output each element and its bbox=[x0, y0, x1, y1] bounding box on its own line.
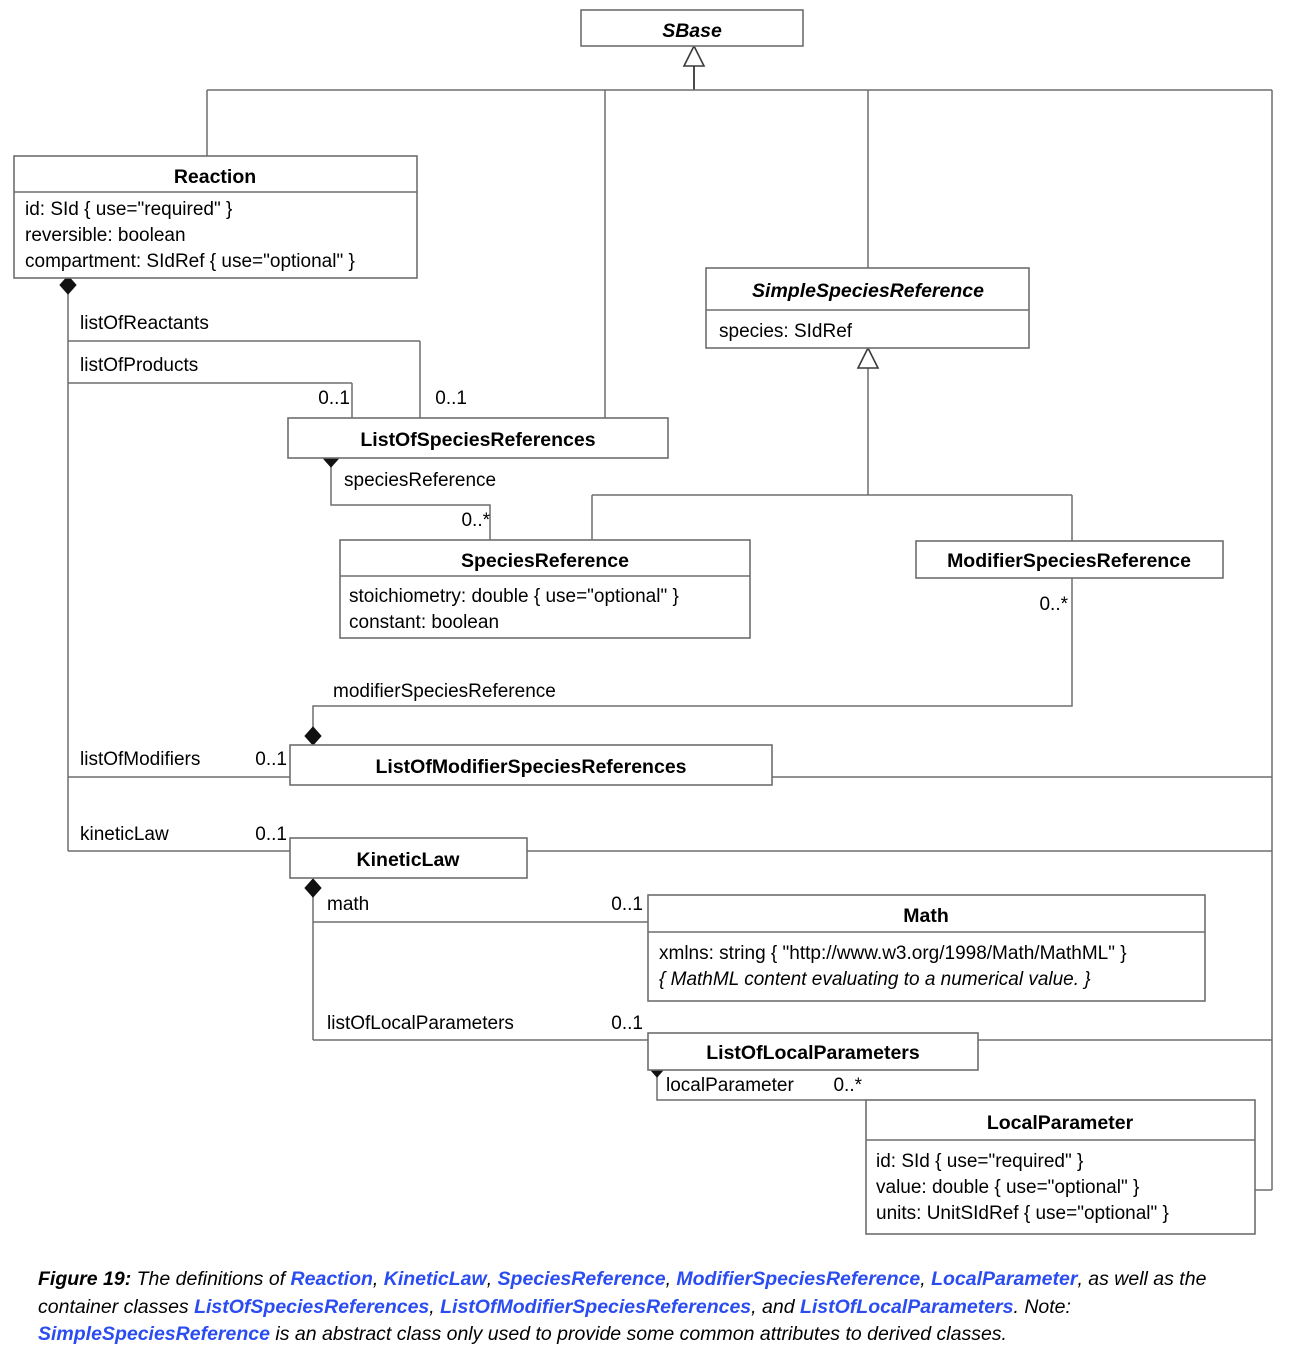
class-title-reaction: Reaction bbox=[174, 166, 256, 188]
multiplicity-speciesreference: 0..* bbox=[461, 510, 490, 531]
class-title-simplespeciesreference: SimpleSpeciesReference bbox=[752, 280, 984, 302]
role-localparameter: localParameter bbox=[666, 1075, 794, 1096]
multiplicity-listofmodifiers: 0..1 bbox=[255, 749, 287, 770]
attribute-lp-value: value: double { use="optional" } bbox=[876, 1177, 1139, 1198]
attribute-reaction-reversible: reversible: boolean bbox=[25, 225, 186, 246]
class-title-listofmodifierspeciesreferences: ListOfModifierSpeciesReferences bbox=[375, 756, 686, 778]
class-box-reaction[interactable]: Reaction id: SId { use="required" } reve… bbox=[13, 155, 418, 279]
caption-ref-listofmodifierspeciesreferences: ListOfModifierSpeciesReferences bbox=[440, 1295, 752, 1318]
caption-ref-modifierspeciesreference: ModifierSpeciesReference bbox=[676, 1268, 921, 1290]
caption-ref-localparameter: LocalParameter bbox=[931, 1268, 1078, 1290]
multiplicity-math: 0..1 bbox=[611, 894, 643, 915]
caption-text-1: The definitions of bbox=[136, 1268, 291, 1290]
attribute-reaction-id: id: SId { use="required" } bbox=[25, 199, 232, 220]
attribute-ssr-species: species: SIdRef bbox=[719, 321, 853, 342]
caption-and: and bbox=[762, 1295, 795, 1318]
attribute-reaction-compartment: compartment: SIdRef { use="optional" } bbox=[25, 251, 355, 272]
generalization-simplespeciesreference bbox=[591, 346, 1073, 541]
class-title-math: Math bbox=[903, 905, 949, 927]
caption-comma-1: , bbox=[372, 1268, 379, 1290]
caption-ref-listofspeciesreferences: ListOfSpeciesReferences bbox=[194, 1295, 430, 1318]
attribute-lp-units: units: UnitSIdRef { use="optional" } bbox=[876, 1203, 1169, 1224]
caption-note-text: is an abstract class only used to provid… bbox=[269, 1323, 1007, 1346]
role-speciesreference: speciesReference bbox=[344, 470, 496, 491]
caption-comma-2: , bbox=[486, 1268, 493, 1290]
class-box-modifierspeciesreference[interactable]: ModifierSpeciesReference bbox=[915, 540, 1224, 579]
association-labels: listOfReactants 0..1 listOfProducts 0..1… bbox=[80, 313, 1069, 1096]
caption-comma-5: , bbox=[429, 1295, 435, 1318]
role-modifierspeciesreference: modifierSpeciesReference bbox=[333, 681, 556, 702]
multiplicity-listoflocalparameters: 0..1 bbox=[611, 1013, 643, 1034]
figure-caption: Figure 19: The definitions of Reaction, … bbox=[38, 1266, 1263, 1349]
figure-label: Figure 19: bbox=[38, 1268, 132, 1290]
role-listofreactants: listOfReactants bbox=[80, 313, 209, 334]
multiplicity-listofproducts: 0..1 bbox=[435, 388, 467, 409]
role-listofmodifiers: listOfModifiers bbox=[80, 749, 200, 770]
caption-comma-4: , bbox=[920, 1268, 926, 1290]
class-title-modifierspeciesreference: ModifierSpeciesReference bbox=[947, 550, 1191, 572]
class-box-simplespeciesreference[interactable]: SimpleSpeciesReference species: SIdRef bbox=[705, 267, 1030, 349]
caption-comma-6: , bbox=[751, 1295, 757, 1318]
attribute-lp-id: id: SId { use="required" } bbox=[876, 1151, 1083, 1172]
class-title-sbase: SBase bbox=[662, 20, 722, 42]
class-title-listoflocalparameters: ListOfLocalParameters bbox=[706, 1042, 920, 1064]
class-box-kineticlaw[interactable]: KineticLaw bbox=[289, 837, 528, 879]
class-title-localparameter: LocalParameter bbox=[987, 1112, 1134, 1134]
caption-ref-simplespeciesreference: SimpleSpeciesReference bbox=[38, 1323, 270, 1346]
role-listoflocalparameters: listOfLocalParameters bbox=[327, 1013, 514, 1034]
multiplicity-localparameter: 0..* bbox=[833, 1075, 862, 1096]
attribute-math-xmlns: xmlns: string { "http://www.w3.org/1998/… bbox=[659, 943, 1127, 964]
class-box-math[interactable]: Math xmlns: string { "http://www.w3.org/… bbox=[647, 894, 1206, 1002]
class-box-listoflocalparameters[interactable]: ListOfLocalParameters bbox=[647, 1032, 979, 1071]
caption-period-1: . bbox=[1013, 1295, 1019, 1318]
class-title-listofspeciesreferences: ListOfSpeciesReferences bbox=[360, 429, 595, 451]
caption-note-label: Note: bbox=[1024, 1295, 1071, 1318]
class-box-sbase[interactable]: SBase bbox=[580, 9, 804, 47]
modifierspeciesreference-edge bbox=[304, 578, 1073, 746]
multiplicity-modifierspeciesreference: 0..* bbox=[1039, 594, 1068, 615]
role-math: math bbox=[327, 894, 369, 915]
caption-ref-listoflocalparameters: ListOfLocalParameters bbox=[799, 1295, 1014, 1318]
role-listofproducts: listOfProducts bbox=[80, 355, 198, 376]
caption-ref-speciesreference: SpeciesReference bbox=[497, 1268, 666, 1290]
reaction-composition-trunk bbox=[59, 275, 421, 852]
attribute-math-content-note: { MathML content evaluating to a numeric… bbox=[659, 969, 1091, 990]
class-box-localparameter[interactable]: LocalParameter id: SId { use="required" … bbox=[865, 1099, 1256, 1235]
class-title-speciesreference: SpeciesReference bbox=[461, 550, 629, 572]
caption-ref-reaction: Reaction bbox=[290, 1268, 373, 1290]
attribute-sr-constant: constant: boolean bbox=[349, 612, 499, 633]
kineticlaw-composition-trunk bbox=[304, 878, 648, 1041]
attribute-sr-stoichiometry: stoichiometry: double { use="optional" } bbox=[349, 586, 679, 607]
class-title-kineticlaw: KineticLaw bbox=[357, 849, 461, 871]
multiplicity-listofreactants: 0..1 bbox=[318, 388, 350, 409]
class-box-speciesreference[interactable]: SpeciesReference stoichiometry: double {… bbox=[339, 539, 751, 639]
caption-text-2: , as well as the container classes bbox=[38, 1268, 1207, 1318]
class-box-listofspeciesreferences[interactable]: ListOfSpeciesReferences bbox=[287, 417, 669, 459]
multiplicity-kineticlaw: 0..1 bbox=[255, 824, 287, 845]
role-kineticlaw: kineticLaw bbox=[80, 824, 169, 845]
class-box-listofmodifierspeciesreferences[interactable]: ListOfModifierSpeciesReferences bbox=[289, 744, 773, 786]
caption-ref-kineticlaw: KineticLaw bbox=[383, 1268, 487, 1290]
caption-comma-3: , bbox=[665, 1268, 671, 1290]
generalization-sbase bbox=[206, 44, 1273, 1191]
